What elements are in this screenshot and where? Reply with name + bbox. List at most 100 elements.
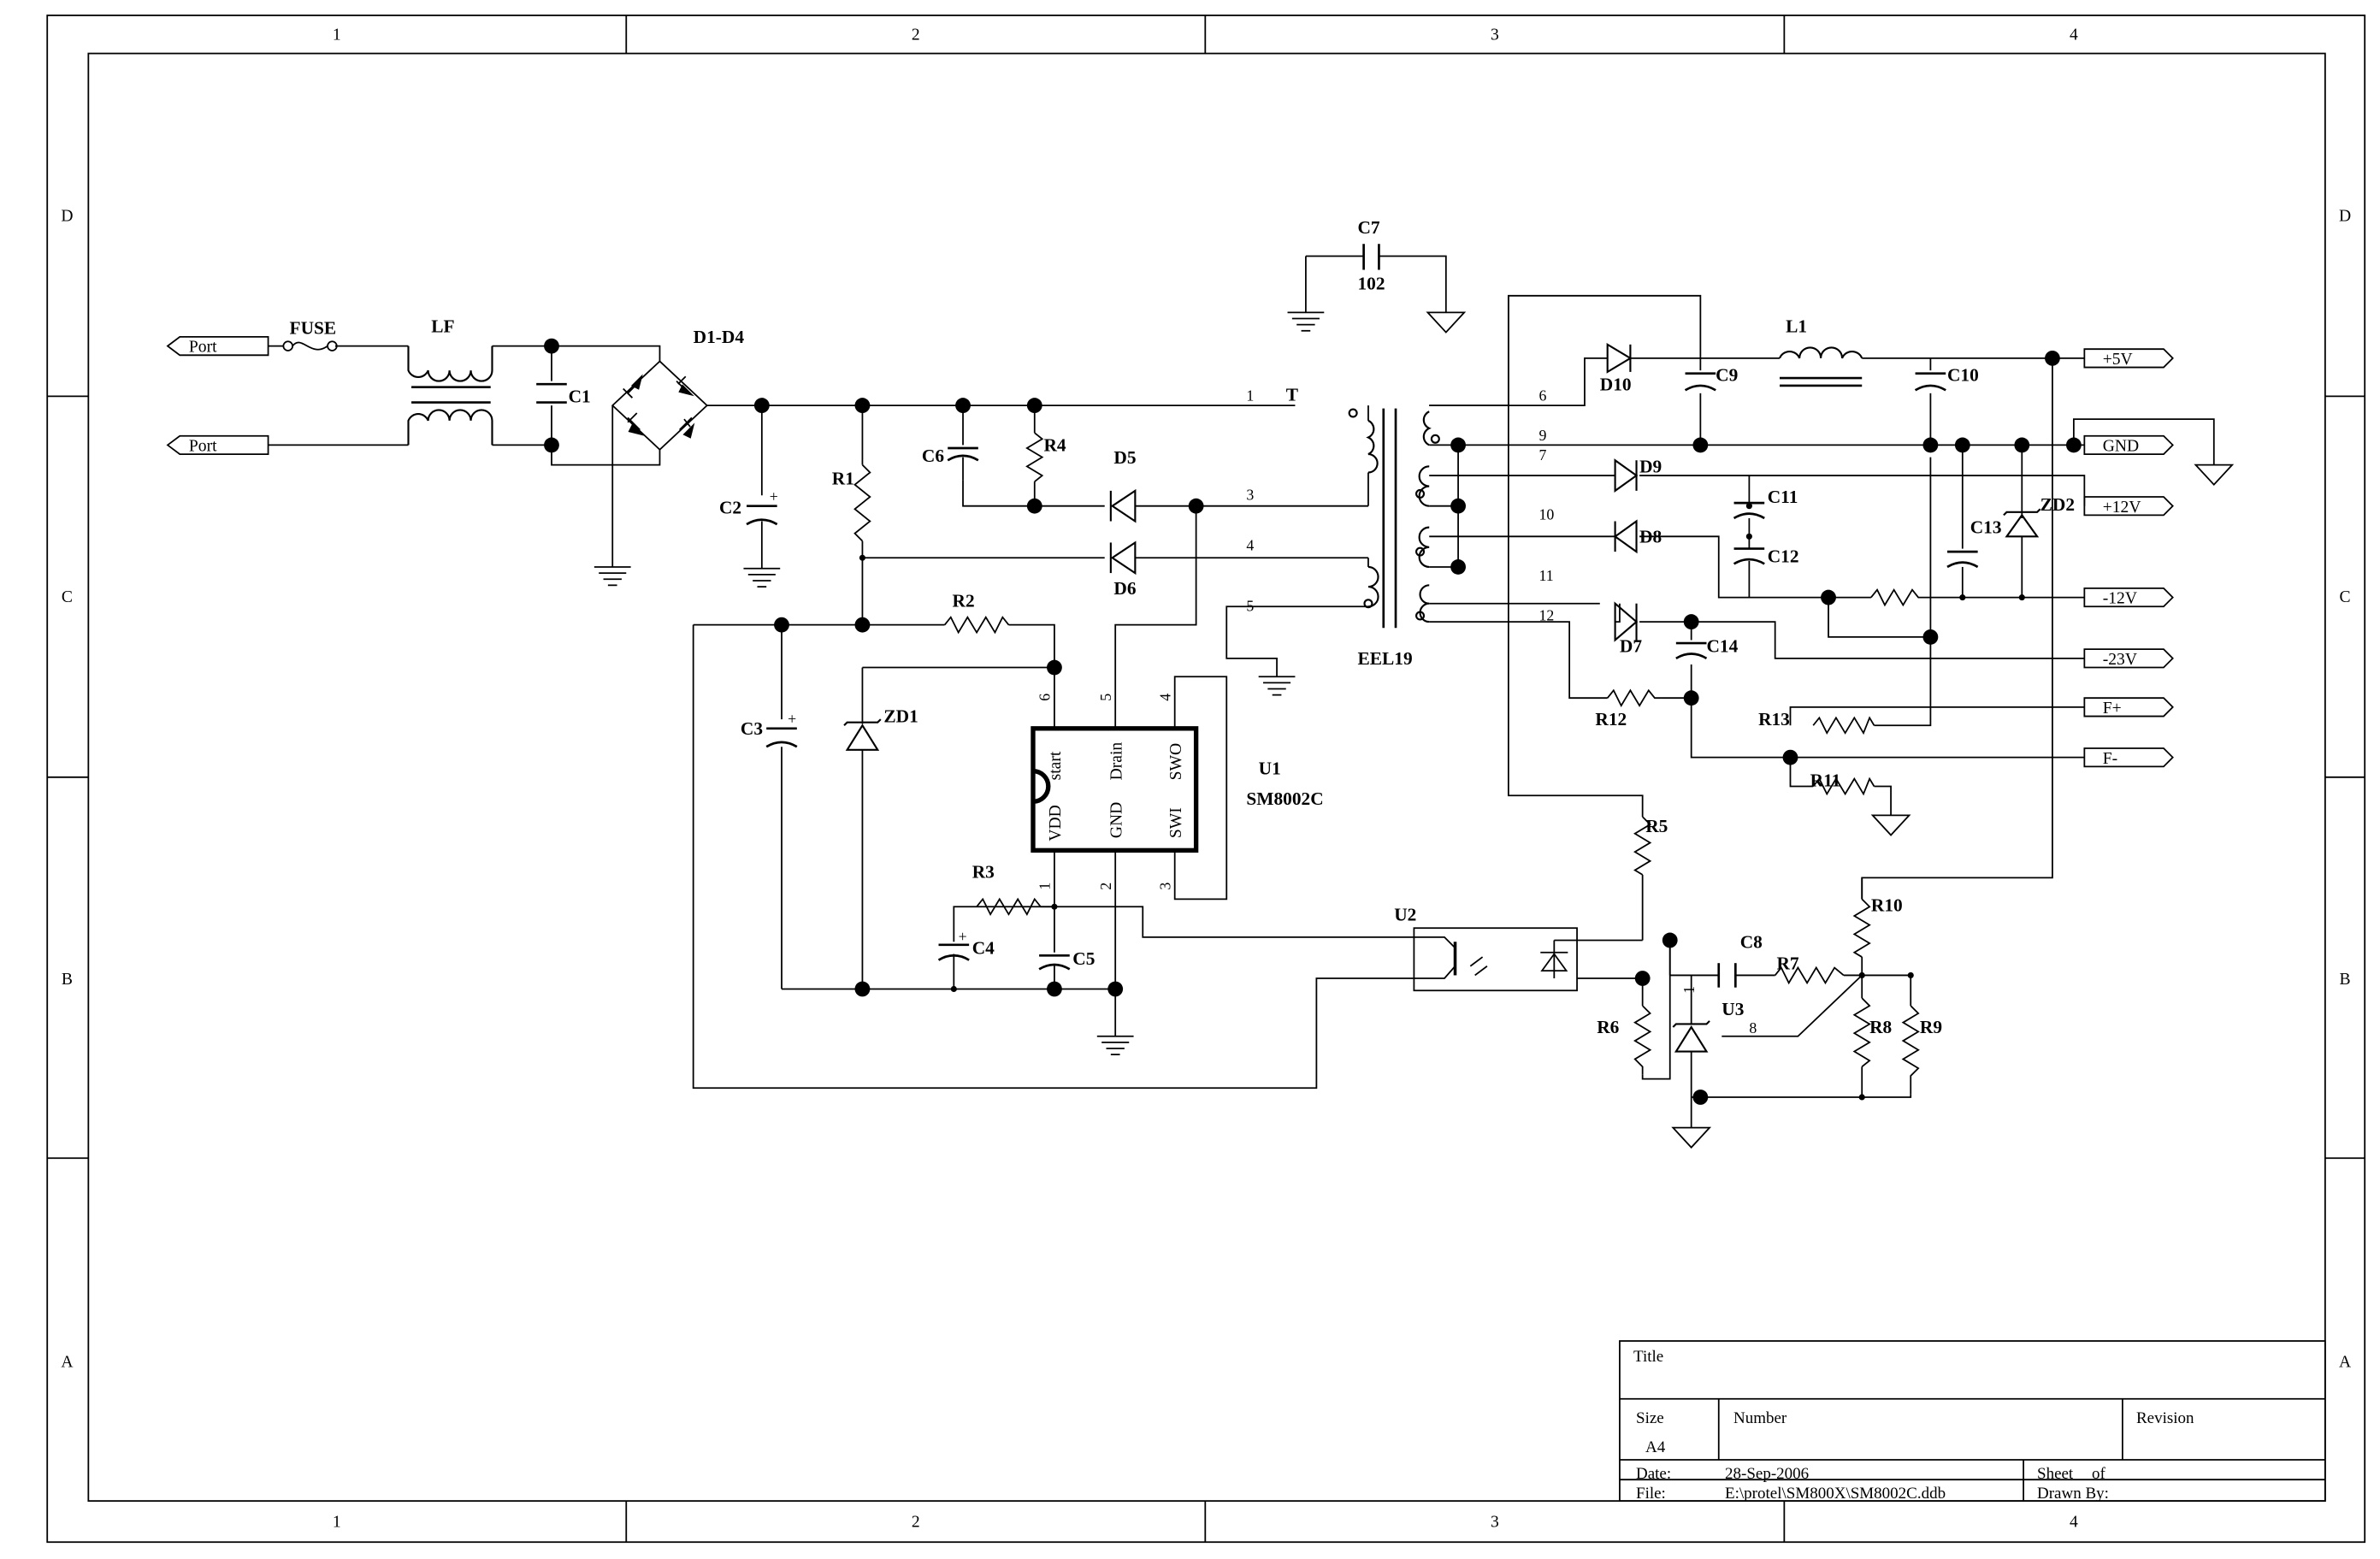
label-c12: C12 <box>1768 546 1799 567</box>
label-c14: C14 <box>1706 636 1738 657</box>
label-c6: C6 <box>922 446 944 466</box>
u3-shunt-regulator <box>1672 1020 1710 1053</box>
label-l1: L1 <box>1786 316 1807 337</box>
c7-capacitor <box>1362 244 1380 270</box>
label-d9: D9 <box>1639 456 1662 476</box>
label-d10: D10 <box>1600 374 1632 394</box>
winding-11: 11 <box>1539 567 1554 584</box>
row-label-left-a: A <box>61 1353 73 1371</box>
revision-label: Revision <box>2136 1409 2194 1427</box>
port-fplus: F+ <box>2103 700 2122 717</box>
d7-diode <box>1614 601 1639 642</box>
zd1-zener <box>843 718 882 751</box>
label-c2: C2 <box>719 498 741 518</box>
d9-diode <box>1614 458 1639 493</box>
zd2-zener <box>2003 508 2041 538</box>
row-label-left-d: D <box>61 208 73 226</box>
u1-pin-3: 3 <box>1156 883 1173 890</box>
port-labels: Port Port +5V GND +12V -12V -23V F+ F- <box>189 339 2141 768</box>
port-input-2: Port <box>189 438 217 456</box>
label-r4: R4 <box>1043 435 1066 456</box>
label-r7: R7 <box>1776 953 1798 973</box>
bridge-rectifier <box>611 360 709 451</box>
u1-pin-gnd: GND <box>1107 802 1125 838</box>
wires <box>268 255 2215 1128</box>
r2-resistor <box>943 616 1010 635</box>
label-d5: D5 <box>1113 447 1136 468</box>
col-label-bottom-4: 4 <box>2070 1513 2078 1531</box>
port-shapes <box>166 336 2174 768</box>
c3-capacitor: + <box>765 710 798 748</box>
file-path: E:\protel\SM800X\SM8002C.ddb <box>1725 1485 1946 1503</box>
u1-ic <box>1031 726 1199 853</box>
col-label-top-4: 4 <box>2070 26 2078 44</box>
row-label-left-b: B <box>62 971 73 989</box>
drawn-by-label: Drawn By: <box>2037 1485 2109 1503</box>
svg-text:+: + <box>770 487 778 505</box>
d5-diode <box>1109 488 1137 523</box>
d10-diode <box>1606 342 1633 374</box>
size-label: Size <box>1636 1409 1664 1427</box>
label-c11: C11 <box>1768 487 1798 507</box>
port-minus12v: -12V <box>2103 590 2137 608</box>
of-label: of <box>2092 1465 2105 1483</box>
label-lf: LF <box>431 316 454 337</box>
label-r5: R5 <box>1645 816 1668 836</box>
number-label: Number <box>1733 1409 1787 1427</box>
ground-triangle-icon <box>1870 814 1911 836</box>
label-zd2: ZD2 <box>2040 494 2075 515</box>
label-u1-part: SM8002C <box>1246 788 1323 809</box>
label-c1: C1 <box>569 387 591 407</box>
port-plus12v: +12V <box>2103 499 2141 517</box>
winding-9: 9 <box>1539 427 1547 444</box>
port-minus23v: -23V <box>2103 651 2137 669</box>
u1-pin-swo: SWO <box>1167 743 1185 781</box>
winding-3: 3 <box>1246 487 1254 504</box>
r4-resistor <box>1025 432 1044 482</box>
junction-dots <box>544 338 2082 1105</box>
col-label-top-3: 3 <box>1491 26 1499 44</box>
port-plus5v: +5V <box>2103 351 2133 369</box>
col-label-bottom-1: 1 <box>333 1513 341 1531</box>
label-c5: C5 <box>1072 948 1095 969</box>
label-eel19: EEL19 <box>1357 648 1412 669</box>
port-gnd: GND <box>2103 438 2139 456</box>
winding-1: 1 <box>1246 387 1254 405</box>
col-label-top-2: 2 <box>912 26 920 44</box>
u2-optocoupler <box>1413 927 1578 992</box>
output-resistors <box>1606 588 1923 1095</box>
label-c7-value: 102 <box>1357 274 1385 294</box>
row-label-right-c: C <box>2339 588 2350 606</box>
label-r8: R8 <box>1869 1017 1892 1037</box>
ground-symbols <box>594 311 2235 1149</box>
output-capacitors <box>1675 372 1979 988</box>
label-d1-d4: D1-D4 <box>694 327 745 347</box>
file-label: File: <box>1636 1485 1666 1503</box>
label-r1: R1 <box>832 469 854 489</box>
row-label-left-c: C <box>62 588 73 606</box>
label-c8: C8 <box>1740 931 1763 952</box>
frame-labels: 1 2 3 4 1 2 3 4 D C B A D C B A <box>61 26 2351 1531</box>
label-u2: U2 <box>1394 904 1416 924</box>
label-r3: R3 <box>972 861 995 882</box>
label-d8: D8 <box>1639 526 1662 546</box>
d8-diode <box>1613 519 1638 554</box>
date-label: Date: <box>1636 1465 1672 1483</box>
col-label-bottom-3: 3 <box>1491 1513 1499 1531</box>
transformer <box>1348 408 1440 629</box>
u1-pin-4: 4 <box>1156 694 1173 701</box>
line-filter-choke <box>407 345 493 446</box>
label-r12: R12 <box>1595 709 1627 729</box>
title-block-frame <box>1619 1340 2326 1503</box>
r1-resistor <box>853 464 871 542</box>
label-c3: C3 <box>741 718 763 739</box>
r3-resistor <box>976 897 1054 917</box>
size-value: A4 <box>1645 1438 1666 1456</box>
row-label-right-a: A <box>2339 1353 2351 1371</box>
sheet-frame <box>46 15 2366 1544</box>
winding-4: 4 <box>1246 536 1254 553</box>
u3-pin-labels: 1 8 <box>1680 986 1757 1036</box>
ground-triangle-icon <box>2194 464 2235 487</box>
c4-capacitor: + <box>937 928 970 961</box>
